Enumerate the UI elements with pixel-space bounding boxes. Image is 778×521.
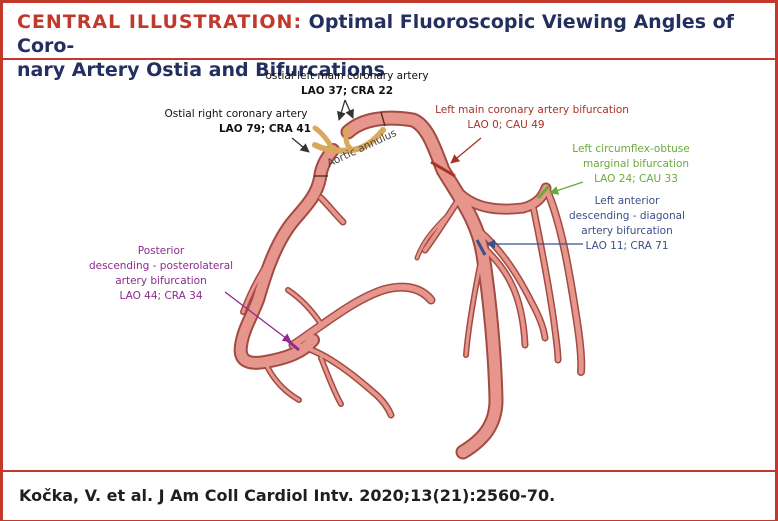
- svg-text:marginal bifurcation: marginal bifurcation: [583, 158, 689, 170]
- svg-text:artery bifurcation: artery bifurcation: [581, 225, 673, 237]
- pl-fill: [296, 343, 393, 417]
- circumflex-artery-fill: [439, 166, 550, 213]
- svg-text:Left anterior: Left anterior: [595, 195, 660, 207]
- posterolateral-branch: [294, 341, 395, 419]
- citation: Kočka, V. et al. J Am Coll Cardiol Intv.…: [19, 486, 556, 505]
- label-pda-pl-bifurcation: Posterior descending - posterolateral ar…: [89, 245, 233, 302]
- title-lead: CENTRAL ILLUSTRATION:: [17, 11, 303, 33]
- coronary-diagram: Aortic annulus ostial left main coronary…: [89, 70, 690, 460]
- lcx-om-bifurcation-marker: [536, 184, 551, 200]
- svg-text:LAO 0; CAU 49: LAO 0; CAU 49: [467, 119, 544, 131]
- lm-bifurcation-arrow: [450, 137, 482, 164]
- title-rest-line1: Optimal Fluoroscopic Viewing Angles of C…: [17, 11, 734, 57]
- rca-branch-mid-fill: [241, 253, 275, 314]
- lad-small-fill: [415, 213, 450, 260]
- svg-text:Left circumflex-obtuse: Left circumflex-obtuse: [572, 143, 689, 155]
- title-rest-line2: nary Artery Ostia and Bifurcations: [17, 59, 385, 81]
- svg-text:LAO 79; CRA 41: LAO 79; CRA 41: [219, 123, 311, 135]
- label-lm-bifurcation: Left main coronary artery bifurcation LA…: [435, 104, 629, 131]
- svg-text:LAO 11; CRA 71: LAO 11; CRA 71: [585, 240, 668, 252]
- ostial-lm-arrow: [344, 99, 354, 119]
- obtuse-marginal-fill: [543, 185, 584, 375]
- label-lcx-om-bifurcation: Left circumflex-obtuse marginal bifurcat…: [572, 143, 689, 185]
- svg-text:LAO 24; CAU 33: LAO 24; CAU 33: [594, 173, 678, 185]
- pl2-fill: [319, 356, 343, 406]
- left-main-artery-fill: [342, 112, 502, 458]
- svg-text:LAO 44; CRA 34: LAO 44; CRA 34: [119, 290, 202, 302]
- pda-fill: [290, 284, 434, 348]
- diagonal-upper-fill: [423, 194, 463, 252]
- svg-text:LAO 37; CRA 22: LAO 37; CRA 22: [301, 85, 393, 97]
- ostium-markers: [314, 111, 386, 177]
- posterior-left-fill: [263, 360, 301, 402]
- ostial-rca-arrow: [291, 137, 310, 153]
- svg-text:Left main coronary artery bifu: Left main coronary artery bifurcation: [435, 104, 629, 116]
- label-ostial-left-main: ostial left main coronary artery LAO 37;…: [265, 70, 428, 97]
- lad-diagonal-bifurcation-marker: [475, 239, 487, 256]
- ostial-lm-arrow-2: [336, 99, 346, 121]
- header: CENTRAL ILLUSTRATION: Optimal Fluoroscop…: [3, 3, 775, 81]
- diagonal-lateral-fill: [479, 230, 547, 340]
- posterior-upper-fill: [286, 288, 323, 326]
- label-ostial-right-coronary: Ostial right coronary artery LAO 79; CRA…: [165, 108, 312, 135]
- posterior-branch-left: [262, 359, 302, 403]
- annulus-cusp-left: [343, 125, 356, 153]
- svg-text:Ostial right coronary artery: Ostial right coronary artery: [165, 108, 308, 120]
- acute-marginal-fill: [319, 196, 345, 224]
- svg-text:artery bifurcation: artery bifurcation: [115, 275, 207, 287]
- artery-fill: [235, 112, 584, 458]
- page-title: CENTRAL ILLUSTRATION: Optimal Fluoroscop…: [17, 10, 767, 82]
- svg-text:descending - posterolateral: descending - posterolateral: [89, 260, 233, 272]
- svg-text:Posterior: Posterior: [138, 245, 185, 257]
- footer: Kočka, V. et al. J Am Coll Cardiol Intv.…: [3, 470, 775, 520]
- pda-pl-arrow: [224, 291, 292, 343]
- svg-text:ostial left main coronary arte: ostial left main coronary artery: [265, 70, 428, 82]
- lcx-om-arrow: [549, 181, 584, 195]
- diagonal-main-fill: [484, 248, 527, 347]
- annotation-arrows: [224, 99, 584, 343]
- septal-fill: [464, 258, 483, 357]
- om-secondary-fill: [531, 204, 560, 362]
- annulus-cusp-right: [312, 125, 336, 153]
- label-lad-diagonal-bifurcation: Left anterior descending - diagonal arte…: [569, 195, 685, 252]
- lm-bifurcation-marker: [430, 160, 456, 178]
- svg-text:descending - diagonal: descending - diagonal: [569, 210, 685, 222]
